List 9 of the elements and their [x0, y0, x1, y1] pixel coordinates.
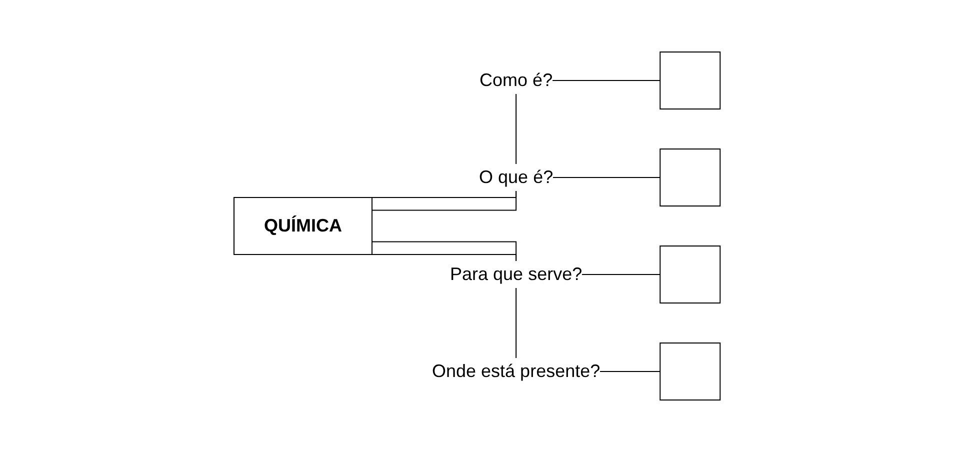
edge-label: Onde está presente? [432, 360, 600, 380]
edge-label: Para que serve? [450, 264, 582, 284]
node-box [660, 148, 721, 206]
node-box: QUÍMICA [233, 196, 372, 254]
node-box [660, 51, 721, 109]
node-box [660, 342, 721, 400]
edge-label: O que é? [478, 166, 554, 186]
node-box [660, 245, 721, 303]
edge-label: Como é? [479, 70, 553, 90]
